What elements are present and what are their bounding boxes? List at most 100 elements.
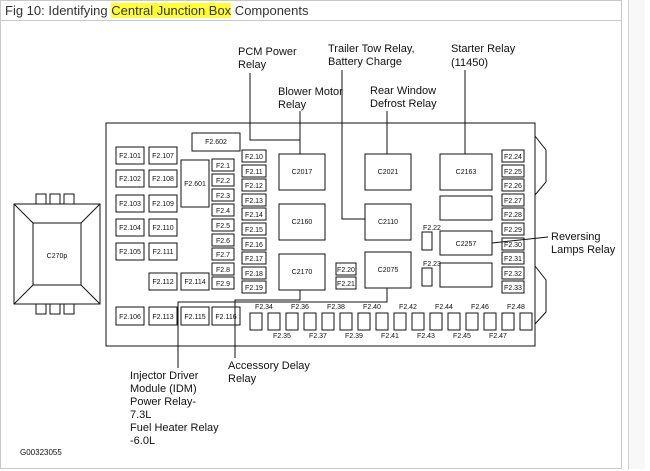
fuse-label: F2.33 (504, 285, 522, 292)
fuse-label: F2.102 (119, 176, 141, 183)
fuse-label: F2.101 (119, 153, 141, 160)
fuse-label: F2.8 (216, 267, 230, 274)
fuse-label: F2.46 (471, 304, 489, 311)
label-rear-1: Rear Window (370, 85, 436, 97)
fuse-label: F2.42 (399, 304, 417, 311)
fuse-label: F2.1 (216, 163, 230, 170)
label-injector-2: Module (IDM) (130, 383, 197, 395)
fuse-label: F2.21 (337, 281, 355, 288)
label-blower-2: Relay (278, 99, 307, 111)
fuse-label: F2.115 (184, 314, 205, 321)
fuse-label: F2.109 (152, 201, 174, 208)
fuse-label: F2.36 (291, 304, 309, 311)
fuse-label: F2.16 (245, 242, 263, 249)
fuse-label: F2.34 (255, 304, 273, 311)
label-accessory-1: Accessory Delay (228, 360, 310, 372)
fuse-label: F2.10 (245, 154, 263, 161)
relay-label: C2257 (456, 241, 477, 248)
relay-label: C2110 (378, 219, 398, 226)
relay-label: C2170 (292, 269, 313, 276)
fuse-label: F2.15 (245, 227, 263, 234)
fuse-label: F2.6 (216, 238, 230, 245)
fuse-label: F2.26 (504, 183, 522, 190)
label-accessory-2: Relay (228, 373, 257, 385)
fuse-label: F2.116 (215, 314, 236, 321)
label-starter-1: Starter Relay (451, 43, 516, 55)
fuse-label: F2.14 (245, 212, 263, 219)
fuse-label: F2.30 (504, 242, 522, 249)
fuse-label: F2.601 (184, 181, 206, 188)
fuse-label: F2.104 (119, 225, 141, 232)
fuse-label: F2.11 (245, 169, 262, 176)
fuse-label: F2.103 (119, 201, 141, 208)
leader-reversing (491, 236, 549, 244)
fuse-label: F2.111 (153, 249, 174, 256)
fuse-label: F2.31 (504, 256, 522, 263)
fuse-label: F2.27 (504, 198, 522, 205)
fuse-label: F2.105 (119, 249, 141, 256)
title-prefix: Fig 10: Identifying (5, 3, 112, 18)
label-trailer-1: Trailer Tow Relay, (328, 43, 415, 55)
label-rear-2: Defrost Relay (370, 98, 437, 110)
fuse-label: F2.7 (216, 252, 230, 259)
label-blower-1: Blower Motor (278, 86, 343, 98)
fuse-label: F2.39 (345, 333, 363, 340)
fuse-label: F2.113 (152, 314, 173, 321)
relay-label: C2075 (378, 267, 399, 274)
fuse-label: F2.44 (435, 304, 453, 311)
fuse-label: F2.43 (417, 333, 435, 340)
title-suffix: Components (231, 3, 309, 18)
leader-injector (177, 288, 388, 368)
fuse-label: F2.29 (504, 227, 522, 234)
scrollbar[interactable] (628, 0, 645, 469)
fuse-label: F2.3 (216, 193, 230, 200)
label-starter-2: (11450) (451, 57, 488, 69)
fuse-label: F2.20 (337, 267, 355, 274)
fuse-label: F2.602 (205, 139, 227, 146)
fuse-label: F2.22 (423, 225, 441, 232)
fuse-label: F2.107 (152, 153, 174, 160)
relay-label: C2163 (456, 169, 477, 176)
fuse-label: F2.47 (489, 333, 507, 340)
fuse-label: F2.108 (152, 176, 174, 183)
fuse-label: F2.2 (216, 178, 230, 185)
fuse-label: F2.18 (245, 271, 263, 278)
label-trailer-2: Battery Charge (328, 56, 402, 68)
fuse-label: F2.28 (504, 212, 522, 219)
relay-label: C2017 (292, 169, 313, 176)
leader-trailer (341, 70, 365, 220)
fuse-label: F2.35 (273, 333, 291, 340)
label-reversing-2: Lamps Relay (551, 244, 616, 256)
label-injector-1: Injector Driver (130, 370, 199, 382)
fuse-label: F2.106 (119, 314, 141, 321)
fuse-label: F2.32 (504, 271, 522, 278)
label-injector-6: -6.0L (130, 435, 155, 447)
label-injector-4: 7.3L (130, 409, 151, 421)
fuse-label: F2.23 (423, 261, 441, 268)
label-pcm-1: PCM Power (238, 46, 297, 58)
fuse-label: F2.4 (216, 208, 230, 215)
leader-accessory (234, 290, 301, 358)
figure-id: G00323055 (20, 448, 62, 457)
fuse-label: F2.17 (245, 256, 263, 263)
fuse-label: F2.5 (216, 223, 230, 230)
fuse-label: F2.19 (245, 285, 263, 292)
fuse-label: F2.48 (507, 304, 525, 311)
title-highlight: Central Junction Box (111, 3, 232, 18)
fuse-label: F2.40 (363, 304, 381, 311)
fuse-label: F2.12 (245, 183, 263, 190)
connector-c270p (13, 193, 101, 315)
label-reversing-1: Reversing (551, 231, 601, 243)
fuse-label: F2.13 (245, 198, 263, 205)
fuse-label: F2.25 (504, 169, 522, 176)
relay-label: C2160 (292, 219, 313, 226)
fuse-label: F2.24 (504, 154, 522, 161)
label-injector-3: Power Relay- (130, 396, 196, 408)
fuse-label: F2.114 (184, 279, 205, 286)
label-injector-5: Fuel Heater Relay (130, 422, 219, 434)
fuse-label: F2.110 (152, 225, 173, 232)
fuse-label: F2.112 (152, 279, 173, 286)
fuse-label: F2.37 (309, 333, 327, 340)
fuse-label: F2.9 (216, 281, 230, 288)
